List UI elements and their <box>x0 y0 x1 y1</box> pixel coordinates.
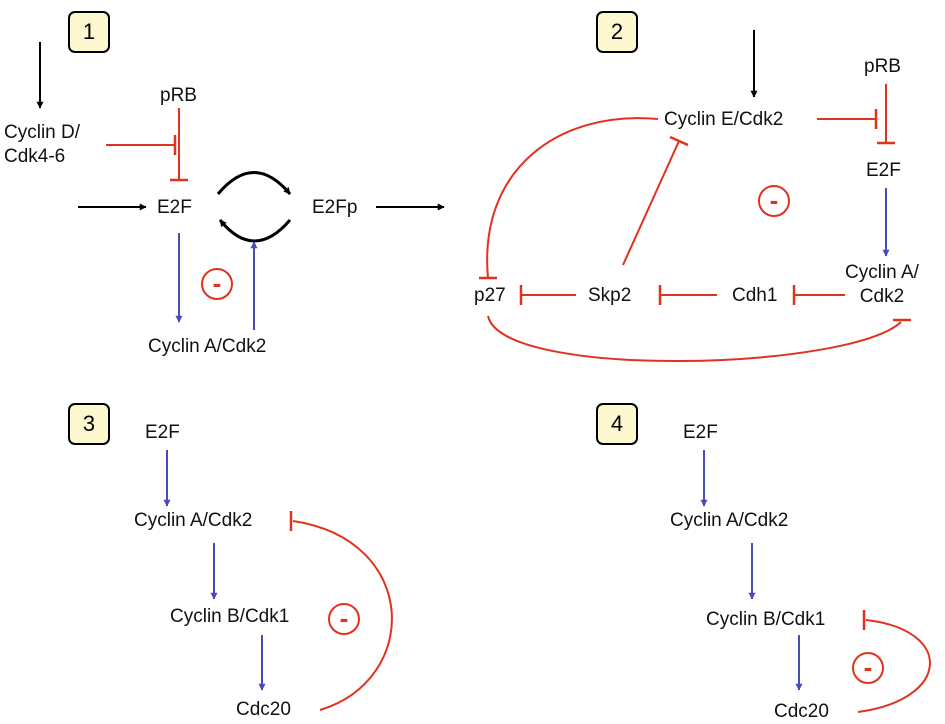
panel-2-badge: 2 <box>596 11 638 53</box>
p4-negative-feedback-icon: - <box>852 652 884 684</box>
p1-node-e2f: E2F <box>157 197 192 218</box>
p4-node-cyclin-a-cdk2: Cyclin A/Cdk2 <box>670 510 789 531</box>
p2-node-p27: p27 <box>474 285 506 306</box>
p3-node-cdc20: Cdc20 <box>236 699 291 720</box>
p1-node-e2fp: E2Fp <box>312 197 358 218</box>
p4-node-cdc20: Cdc20 <box>774 701 829 722</box>
p1-e2fp-to-e2f-cycle-arrow <box>218 219 292 243</box>
p2-skp2-inhibits-cyclin-e <box>622 140 680 266</box>
p2-node-skp2: Skp2 <box>588 285 632 306</box>
p2-node-e2f: E2F <box>866 160 901 181</box>
p2-node-cyclin-a-cdk2: Cyclin A/ Cdk2 <box>845 262 919 307</box>
p2-negative-feedback-icon: - <box>758 185 790 217</box>
p1-node-cyclin-a-cdk2: Cyclin A/Cdk2 <box>148 336 267 357</box>
p2-node-cdh1: Cdh1 <box>732 285 778 306</box>
p4-node-e2f: E2F <box>683 422 718 443</box>
p4-cdc20-inhibits-cyclin-b <box>857 619 931 713</box>
p1-negative-feedback-icon: - <box>201 268 233 300</box>
p3-node-e2f: E2F <box>145 422 180 443</box>
p3-cdc20-inhibits-cyclin-a <box>292 520 393 711</box>
p3-negative-feedback-icon: - <box>328 603 360 635</box>
p2-node-prb: pRB <box>864 56 901 77</box>
panel-4-badge: 4 <box>596 403 638 445</box>
panel-3-badge: 3 <box>68 403 110 445</box>
p2-node-cyclin-e-cdk2: Cyclin E/Cdk2 <box>664 109 784 130</box>
p2-skp2-cyclin-e-inhibit-bar <box>669 135 689 147</box>
p1-e2f-to-e2fp-cycle-arrow <box>216 171 292 195</box>
p4-node-cyclin-b-cdk1: Cyclin B/Cdk1 <box>706 609 826 630</box>
p3-node-cyclin-b-cdk1: Cyclin B/Cdk1 <box>170 606 290 627</box>
p1-node-cyclin-d-cdk4-6: Cyclin D/ Cdk4-6 <box>4 122 81 167</box>
panel-1-badge: 1 <box>68 11 110 53</box>
p3-node-cyclin-a-cdk2: Cyclin A/Cdk2 <box>134 510 253 531</box>
p2-p27-inhibits-cyclin-a <box>487 315 902 362</box>
p1-node-prb: pRB <box>160 85 197 106</box>
p2-cyclin-e-inhibits-p27 <box>486 117 659 279</box>
